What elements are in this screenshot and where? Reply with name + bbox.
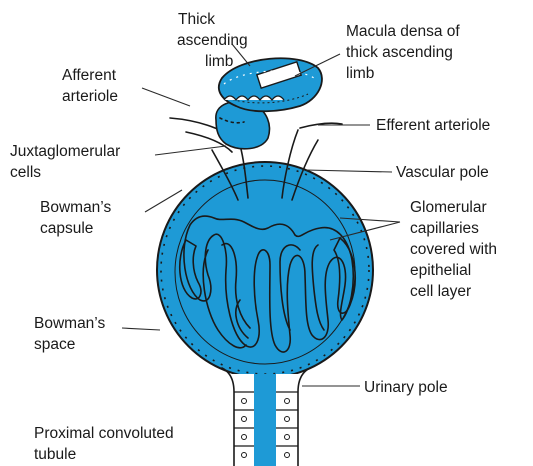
label-bowmans-space: Bowman’s space bbox=[34, 315, 110, 353]
label-glomerular-capillaries: Glomerular capillaries covered with epit… bbox=[410, 199, 501, 300]
label-afferent-arteriole: Afferent arteriole bbox=[62, 67, 120, 105]
bowmans-capsule-structure bbox=[157, 162, 373, 378]
label-proximal-convoluted-tubule: Proximal convoluted tubule bbox=[34, 425, 178, 463]
label-macula-densa: Macula densa of thick ascending limb bbox=[346, 23, 464, 82]
label-urinary-pole: Urinary pole bbox=[364, 379, 448, 396]
macula-densa bbox=[219, 58, 322, 111]
label-efferent-arteriole: Efferent arteriole bbox=[376, 117, 490, 134]
proximal-tubule bbox=[222, 368, 310, 466]
label-vascular-pole: Vascular pole bbox=[396, 164, 489, 181]
label-thick-ascending-limb: Thick ascending limb bbox=[177, 11, 252, 70]
label-bowmans-capsule: Bowman’s capsule bbox=[40, 199, 116, 237]
label-juxtaglomerular-cells: Juxtaglomerular cells bbox=[10, 143, 125, 181]
